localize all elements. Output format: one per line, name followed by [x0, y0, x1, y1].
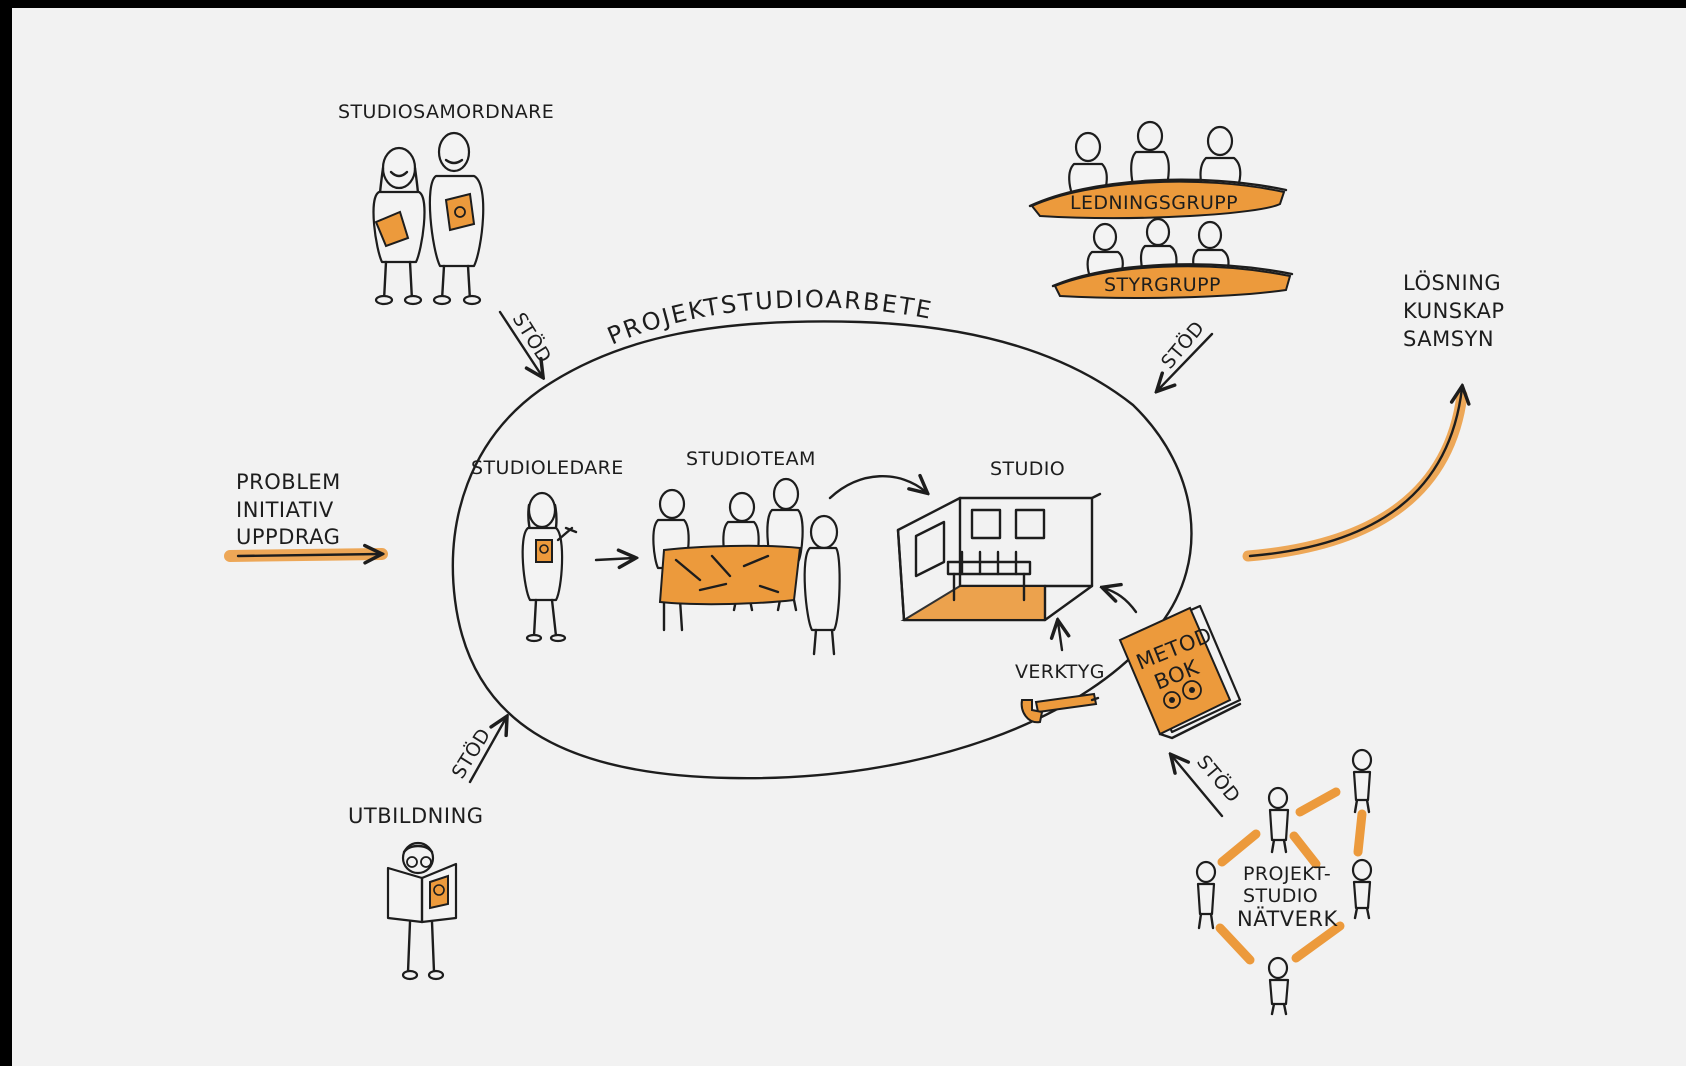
wrench-icon — [1020, 692, 1100, 724]
leader-group: STUDIOLEDARE — [471, 457, 634, 643]
method-book-group: METOD BOK — [1118, 604, 1242, 740]
studio-label: STUDIO — [990, 458, 1065, 480]
method-book-icon — [1118, 604, 1242, 740]
support-arrow — [498, 310, 542, 376]
input-arrow — [236, 554, 380, 556]
studio-room-icon — [896, 492, 1102, 622]
support-arrow — [1172, 756, 1224, 818]
input-problem: PROBLEM — [236, 470, 341, 494]
network-line-3: NÄTVERK — [1237, 906, 1338, 931]
page-background — [12, 8, 1686, 1066]
tools-to-studio-arrow — [1058, 622, 1062, 652]
leader-to-team-arrow — [594, 558, 634, 560]
coordinator-person-icon — [428, 131, 485, 306]
tools-group: VERKTYG — [1015, 661, 1105, 724]
input-initiativ: INITIATIV — [236, 498, 334, 522]
coordinator-label: STUDIOSAMORDNARE — [338, 101, 554, 123]
team-group: STUDIOTEAM — [652, 448, 926, 656]
reading-person-icon — [386, 841, 458, 981]
output-arrow — [1248, 388, 1462, 558]
network-people-icon — [1195, 748, 1373, 1016]
team-label: STUDIOTEAM — [686, 448, 816, 470]
tools-label: VERKTYG — [1015, 661, 1105, 683]
network-line-1: PROJEKT- — [1243, 863, 1331, 885]
coordinator-person-icon — [372, 146, 426, 306]
governance-group: LEDNINGSGRUPP STYRGRUPP — [1028, 120, 1294, 299]
network-group: PROJEKT- STUDIO NÄTVERK — [1195, 748, 1373, 1016]
support-arrow — [1158, 332, 1214, 390]
management-label: LEDNINGSGRUPP — [1070, 192, 1238, 214]
team-to-studio-arrow — [828, 476, 926, 500]
leader-label: STUDIOLEDARE — [471, 457, 624, 479]
studio-group: STUDIO — [896, 458, 1138, 652]
book-to-studio-arrow — [1104, 588, 1138, 614]
output-losning: LÖSNING — [1403, 270, 1501, 295]
network-line-2: STUDIO — [1243, 885, 1318, 907]
steering-table — [1053, 265, 1292, 299]
input-block: PROBLEM INITIATIV UPPDRAG — [224, 470, 388, 556]
input-uppdrag: UPPDRAG — [236, 525, 340, 549]
coordinator-group: STUDIOSAMORDNARE — [338, 101, 554, 306]
network-links — [1215, 787, 1367, 965]
team-people-icon — [652, 477, 841, 656]
output-block: LÖSNING KUNSKAP SAMSYN — [1242, 270, 1505, 562]
output-samsyn: SAMSYN — [1403, 327, 1494, 351]
support-arrow — [468, 718, 506, 784]
education-group: UTBILDNING — [348, 804, 484, 981]
steering-label: STYRGRUPP — [1104, 274, 1221, 296]
output-kunskap: KUNSKAP — [1403, 299, 1505, 323]
leader-person-icon — [521, 491, 578, 643]
education-label: UTBILDNING — [348, 804, 484, 828]
management-table — [1030, 180, 1286, 220]
